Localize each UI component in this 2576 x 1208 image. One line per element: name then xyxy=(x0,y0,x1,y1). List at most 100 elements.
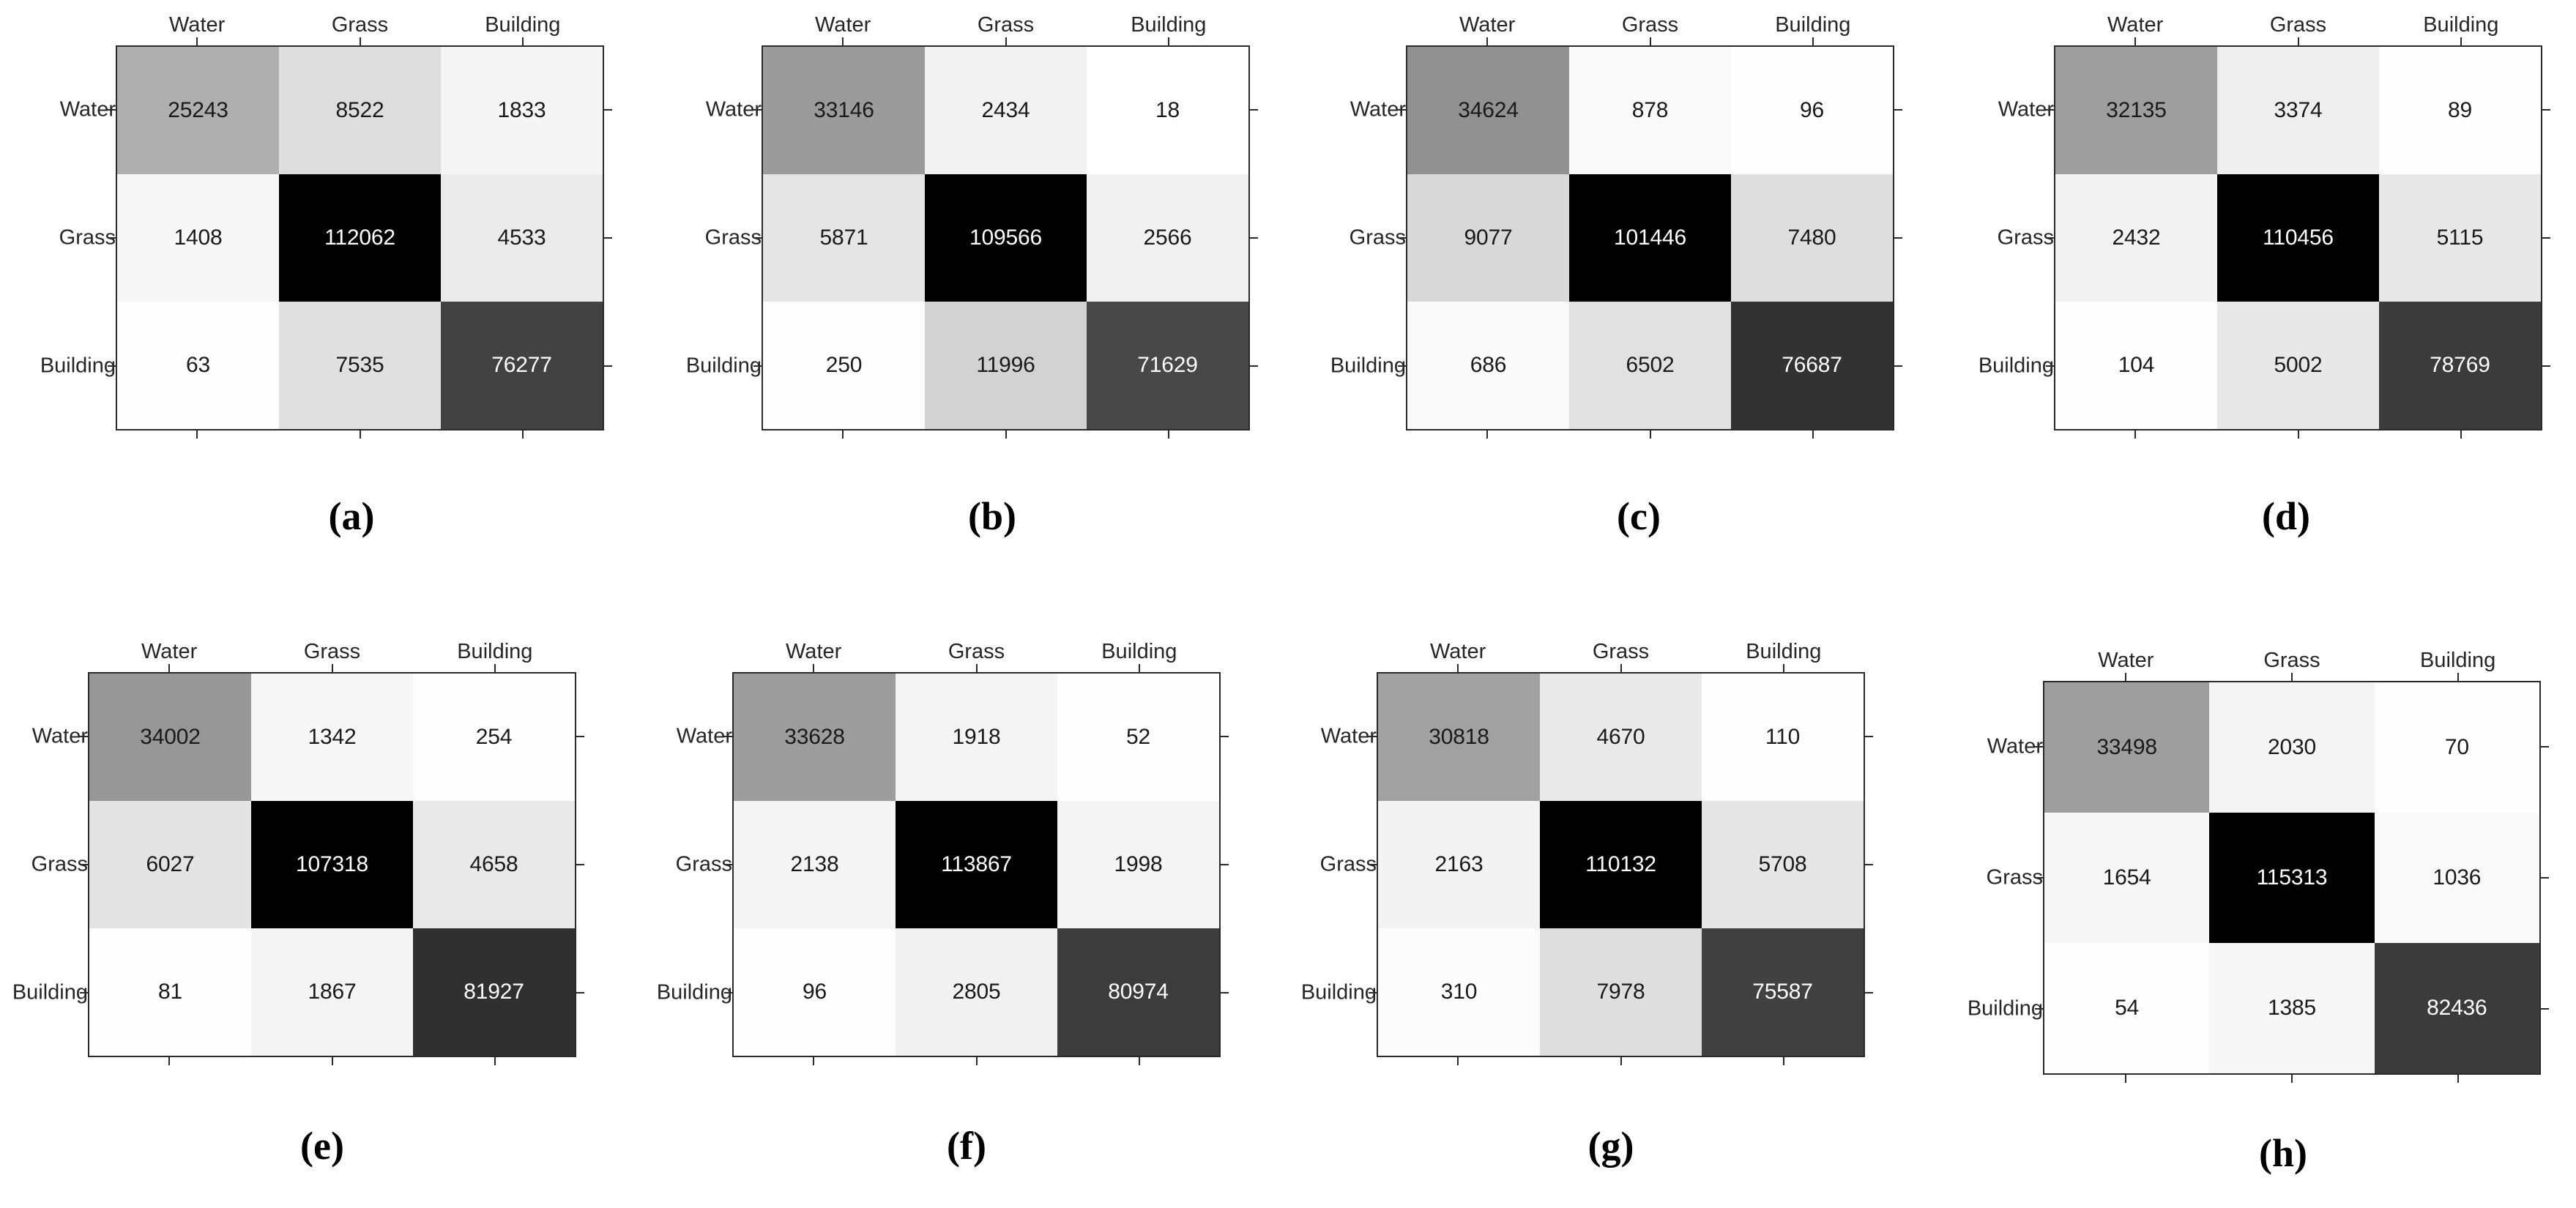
matrix-cell-e-building-grass: 1867 xyxy=(251,928,413,1056)
matrix-cell-g-grass-grass: 110132 xyxy=(1540,801,1702,928)
column-header-grass: Grass xyxy=(1621,13,1679,37)
matrix-cell-c-building-building: 76687 xyxy=(1731,302,1893,429)
row-label-grass: Grass xyxy=(59,225,116,250)
column-header-water: Water xyxy=(815,13,871,37)
y-axis-tick xyxy=(753,108,762,111)
y-axis-tick xyxy=(2046,108,2054,111)
x-axis-tick-top xyxy=(975,664,978,672)
subfigure-caption-h: (h) xyxy=(2259,1131,2307,1175)
column-header-building: Building xyxy=(1775,13,1851,37)
column-header-grass: Grass xyxy=(2269,13,2327,37)
matrix-cell-g-water-water: 30818 xyxy=(1378,674,1540,801)
matrix-cell-f-grass-building: 1998 xyxy=(1057,801,1219,928)
matrix-cell-g-building-building: 75587 xyxy=(1702,928,1864,1056)
x-axis-tick-bottom xyxy=(196,430,198,439)
matrix-cell-c-grass-building: 7480 xyxy=(1731,174,1893,302)
x-axis-tick-top xyxy=(2460,37,2462,45)
column-header-grass: Grass xyxy=(331,13,389,37)
column-header-grass: Grass xyxy=(948,640,1005,663)
subfigure-caption-b: (b) xyxy=(968,494,1016,538)
row-label-grass: Grass xyxy=(1986,865,2043,890)
row-label-grass: Grass xyxy=(1349,225,1406,250)
y-axis-tick-right xyxy=(1221,992,1229,994)
matrix-cell-c-water-building: 96 xyxy=(1731,47,1893,174)
y-axis-tick-right xyxy=(1894,365,1902,368)
matrix-cell-f-water-water: 33628 xyxy=(734,674,896,801)
matrix-cell-g-building-grass: 7978 xyxy=(1540,928,1702,1056)
matrix-cell-f-grass-grass: 113867 xyxy=(896,801,1057,928)
matrix-cell-g-grass-building: 5708 xyxy=(1702,801,1864,928)
matrix-cell-h-water-building: 70 xyxy=(2374,682,2539,813)
matrix-cell-f-building-grass: 2805 xyxy=(896,928,1057,1056)
x-axis-tick-top xyxy=(494,664,496,672)
row-label-building: Building xyxy=(685,354,762,378)
matrix-cell-e-grass-building: 4658 xyxy=(413,801,575,928)
row-label-water: Water xyxy=(1320,724,1377,748)
x-axis-tick-top xyxy=(1486,37,1489,45)
x-axis-tick-bottom xyxy=(2134,430,2137,439)
x-axis-tick-top xyxy=(331,664,333,672)
x-axis-tick-bottom xyxy=(1782,1057,1784,1065)
matrix-cell-a-water-building: 1833 xyxy=(441,47,603,174)
y-axis-tick-right xyxy=(604,365,612,368)
column-header-row-d: Water Grass Building xyxy=(2054,15,2542,36)
row-label-grass: Grass xyxy=(675,852,732,876)
y-axis-tick xyxy=(108,108,116,111)
y-axis-tick-right xyxy=(2541,877,2549,879)
matrix-cell-a-building-building: 76277 xyxy=(441,302,603,429)
y-axis-tick-right xyxy=(2542,365,2550,368)
matrix-cell-h-grass-water: 1654 xyxy=(2044,813,2210,943)
x-axis-tick-top xyxy=(1457,664,1459,672)
y-axis-tick xyxy=(80,992,88,994)
matrix-cell-d-water-building: 89 xyxy=(2379,47,2541,174)
column-header-building: Building xyxy=(2423,13,2499,37)
y-axis-tick xyxy=(2035,877,2043,879)
row-label-grass: Grass xyxy=(31,852,88,876)
y-axis-tick xyxy=(724,735,732,737)
x-axis-tick-top xyxy=(2134,37,2137,45)
matrix-cell-d-grass-building: 5115 xyxy=(2379,174,2541,302)
matrix-cell-a-grass-building: 4533 xyxy=(441,174,603,302)
x-axis-tick-bottom xyxy=(1005,430,1007,439)
column-header-water: Water xyxy=(169,13,226,37)
y-axis-tick xyxy=(2046,365,2054,368)
matrix-cell-c-building-grass: 6502 xyxy=(1569,302,1731,429)
x-axis-tick-top xyxy=(1167,37,1169,45)
row-label-grass: Grass xyxy=(1319,852,1377,876)
matrix-cell-d-grass-water: 2432 xyxy=(2055,174,2217,302)
x-axis-tick-bottom xyxy=(2125,1075,2127,1083)
x-axis-tick-top xyxy=(521,37,524,45)
matrix-cell-b-grass-building: 2566 xyxy=(1087,174,1248,302)
matrix-cell-f-water-grass: 1918 xyxy=(896,674,1057,801)
row-label-grass: Grass xyxy=(704,225,762,250)
matrix-cell-h-water-water: 33498 xyxy=(2044,682,2210,813)
x-axis-tick-bottom xyxy=(2457,1075,2459,1083)
column-header-water: Water xyxy=(2107,13,2164,37)
matrix-cell-a-building-grass: 7535 xyxy=(279,302,441,429)
matrix-cell-f-water-building: 52 xyxy=(1057,674,1219,801)
column-header-water: Water xyxy=(2098,649,2154,672)
x-axis-tick-bottom xyxy=(1649,430,1651,439)
matrix-cell-c-building-water: 686 xyxy=(1407,302,1569,429)
column-header-grass: Grass xyxy=(1592,640,1650,663)
y-axis-tick-right xyxy=(2542,108,2550,111)
matrix-cell-f-building-building: 80974 xyxy=(1057,928,1219,1056)
y-axis-tick-right xyxy=(1221,735,1229,737)
y-axis-tick xyxy=(1398,108,1406,111)
matrix-cell-b-building-building: 71629 xyxy=(1087,302,1248,429)
x-axis-tick-top xyxy=(2457,673,2459,681)
x-axis-tick-top xyxy=(2125,673,2127,681)
column-header-water: Water xyxy=(1430,640,1486,663)
matrix-cell-b-grass-water: 5871 xyxy=(763,174,925,302)
y-axis-tick xyxy=(753,365,762,368)
column-header-grass: Grass xyxy=(977,13,1035,37)
x-axis-tick-bottom xyxy=(331,1057,333,1065)
